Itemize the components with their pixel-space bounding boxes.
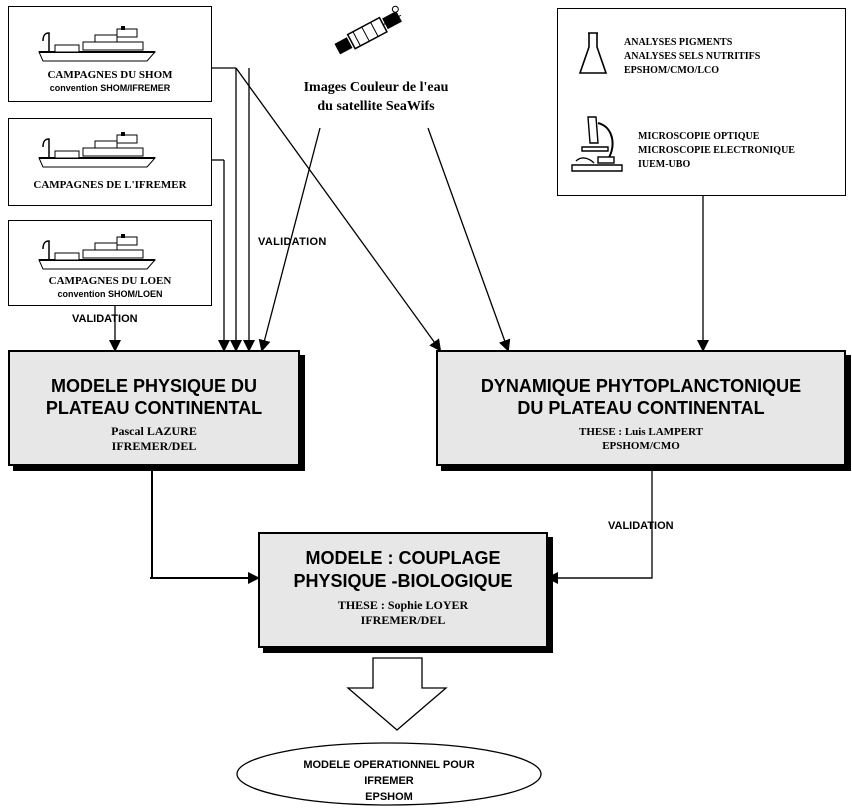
arrow-satellite-to-phyto: [427, 127, 511, 352]
phyto-title-1: DYNAMIQUE PHYTOPLANCTONIQUE: [480, 376, 802, 396]
operational-line-3: EPSHOM: [365, 791, 413, 803]
arrow-shom-to-phyto: [235, 67, 442, 352]
validation-label-satellite: VALIDATION: [258, 236, 327, 248]
coupling-title-1: MODELE : COUPLAGE: [305, 548, 501, 568]
loen-convention: convention SHOM/LOEN: [57, 289, 163, 299]
shom-convention: convention SHOM/IFREMER: [49, 83, 171, 93]
loen-label: CAMPAGNES DU LOEN: [48, 275, 172, 287]
microscope-icon: [571, 116, 623, 172]
ship-icon: [38, 26, 157, 62]
operational-line-1: MODELE OPERATIONNEL POUR: [303, 759, 475, 771]
phyto-org: EPSHOM/CMO: [602, 440, 680, 452]
validation-label-phyto: VALIDATION: [608, 520, 674, 532]
satellite-label-1: Images Couleur de l'eau: [303, 80, 449, 95]
physical-model-box: MODELE PHYSIQUE DU PLATEAU CONTINENTAL P…: [8, 350, 300, 466]
arrow-satellite-to-physical: [258, 127, 321, 352]
lab-line-4: MICROSCOPIE OPTIQUE: [638, 131, 760, 142]
flask-icon: [578, 32, 608, 74]
source-box-loen: CAMPAGNES DU LOEN convention SHOM/LOEN: [8, 220, 212, 306]
satellite-label-2: du satellite SeaWifs: [317, 99, 435, 114]
lab-analyses-box: ANALYSES PIGMENTS ANALYSES SELS NUTRITIF…: [557, 8, 846, 196]
satellite-icon: [334, 5, 402, 55]
phyto-title-2: DU PLATEAU CONTINENTAL: [517, 398, 765, 418]
coupling-title-2: PHYSIQUE -BIOLOGIQUE: [293, 571, 513, 591]
shom-label: CAMPAGNES DU SHOM: [47, 69, 173, 81]
lab-line-3: EPSHOM/CMO/LCO: [624, 65, 719, 76]
phyto-author: THESE : Luis LAMPERT: [578, 426, 703, 438]
physical-title-1: MODELE PHYSIQUE DU: [50, 376, 258, 396]
arrow-physical-to-coupling: [151, 470, 258, 579]
source-box-shom: CAMPAGNES DU SHOM convention SHOM/IFREME…: [8, 6, 212, 102]
phyto-model-box: DYNAMIQUE PHYTOPLANCTONIQUE DU PLATEAU C…: [436, 350, 846, 466]
physical-org: IFREMER/DEL: [111, 439, 197, 453]
validation-label-loen: VALIDATION: [72, 313, 138, 325]
coupling-author: THESE : Sophie LOYER: [337, 598, 469, 612]
lab-line-6: IUEM-UBO: [638, 159, 691, 170]
lab-line-1: ANALYSES PIGMENTS: [624, 37, 733, 48]
physical-author: Pascal LAZURE: [111, 424, 197, 438]
operational-line-2: IFREMER: [364, 775, 414, 787]
arrow-coupling-to-operational: [346, 657, 448, 731]
coupling-model-box: MODELE : COUPLAGE PHYSIQUE -BIOLOGIQUE T…: [258, 532, 548, 648]
physical-title-2: PLATEAU CONTINENTAL: [45, 398, 263, 418]
source-box-ifremer: CAMPAGNES DE L'IFREMER: [8, 118, 212, 206]
operational-ellipse: [236, 742, 542, 806]
ship-icon: [38, 234, 157, 270]
lab-line-5: MICROSCOPIE ELECTRONIQUE: [638, 145, 795, 156]
lab-line-2: ANALYSES SELS NUTRITIFS: [624, 51, 761, 62]
ship-icon: [38, 132, 157, 168]
ifremer-label: CAMPAGNES DE L'IFREMER: [33, 179, 187, 191]
coupling-org: IFREMER/DEL: [360, 613, 446, 627]
